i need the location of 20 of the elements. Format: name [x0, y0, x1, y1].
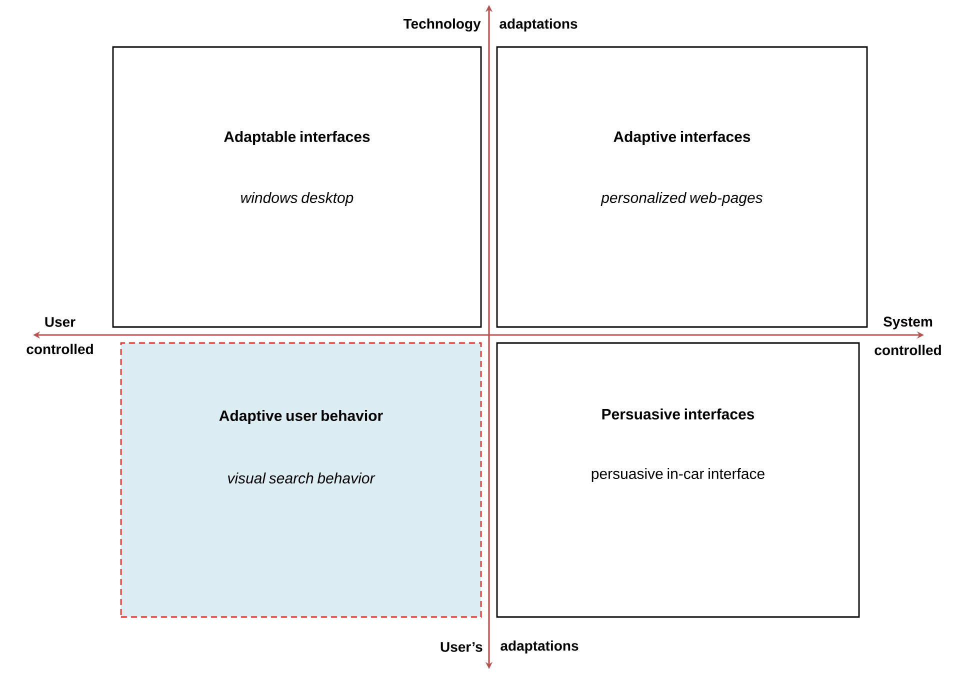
axis-label: controlled	[874, 344, 941, 356]
axis-label: System	[884, 316, 932, 330]
box-heading: Adaptive interfaces	[614, 131, 750, 145]
axis-label: adaptations	[500, 640, 578, 654]
quadrant-box	[496, 342, 860, 618]
box-example: visual search behavior	[228, 472, 376, 484]
axis-label: adaptations	[500, 18, 578, 32]
box-heading: Adaptive user behavior	[219, 410, 383, 424]
box-example: persuasive in-car interface	[592, 468, 764, 482]
quadrant-box	[112, 46, 482, 328]
axis-label: User	[45, 317, 76, 327]
box-example: windows desktop	[241, 192, 354, 206]
box-example: personalized web-pages	[600, 192, 763, 206]
box-heading: Persuasive interfaces	[602, 408, 754, 420]
box-heading: Adaptable interfaces	[224, 131, 370, 145]
quadrant-box	[120, 342, 482, 618]
axis-label: controlled	[26, 344, 93, 354]
axis-label: User’s	[440, 642, 482, 652]
axis-label: Technology	[403, 18, 481, 32]
quadrant-box	[496, 46, 868, 328]
